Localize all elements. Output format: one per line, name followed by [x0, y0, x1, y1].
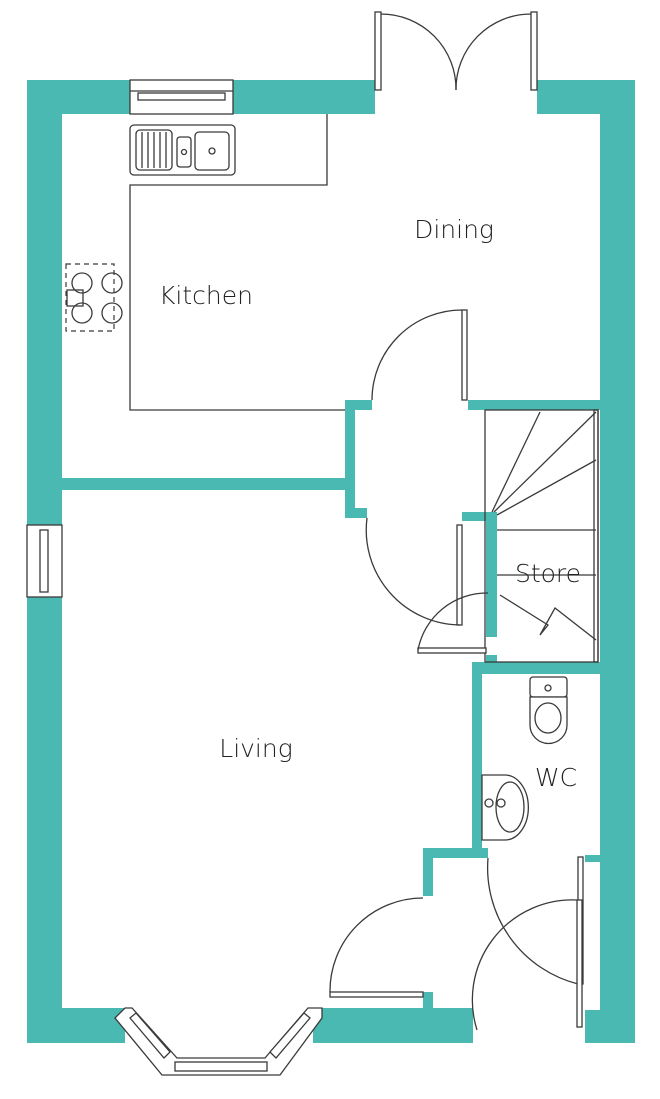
bay-window — [114, 1007, 323, 1076]
room-label-store: Store — [515, 559, 581, 588]
room-label-kitchen: Kitchen — [159, 281, 253, 310]
wall-store-left — [486, 512, 497, 637]
window-left — [26, 524, 63, 598]
wall-hall-bottom — [345, 508, 367, 518]
toilet-icon — [529, 676, 568, 745]
door-living — [365, 517, 463, 626]
hob-icon — [65, 263, 123, 332]
wall-stub — [585, 855, 600, 862]
wall-right-upper — [600, 80, 635, 855]
wall-dining-stairs — [468, 400, 600, 410]
wall-bottom-left — [27, 1008, 125, 1043]
sink-icon — [129, 124, 236, 176]
front-door — [471, 899, 583, 1031]
door-dining — [371, 309, 468, 401]
wall-wc-left — [472, 662, 482, 856]
wall-wc-bottom — [423, 848, 488, 858]
basin-icon — [481, 774, 530, 841]
door-wc — [486, 856, 584, 985]
wall-bottom-mid — [313, 1008, 473, 1043]
staircase — [484, 409, 599, 663]
door-store — [417, 592, 489, 654]
wall-hall-top — [345, 400, 372, 410]
room-label-wc: WC — [535, 763, 577, 792]
walls — [27, 80, 635, 1043]
wall-porch — [423, 848, 433, 896]
room-label-dining: Dining — [414, 215, 494, 244]
window-top — [129, 79, 234, 115]
kitchen-counter — [129, 114, 345, 411]
wall-store-stub — [486, 655, 497, 667]
wall-porch-stub — [423, 992, 433, 1008]
wall-bottom-right — [585, 1010, 635, 1043]
room-label-living: Living — [219, 734, 292, 763]
french-doors — [374, 11, 538, 91]
wall-kitchen-living — [62, 478, 355, 490]
door-porch — [329, 897, 424, 998]
wall-store-wc — [472, 662, 600, 674]
wall-store-top — [462, 512, 497, 521]
wall-hall — [345, 400, 355, 518]
